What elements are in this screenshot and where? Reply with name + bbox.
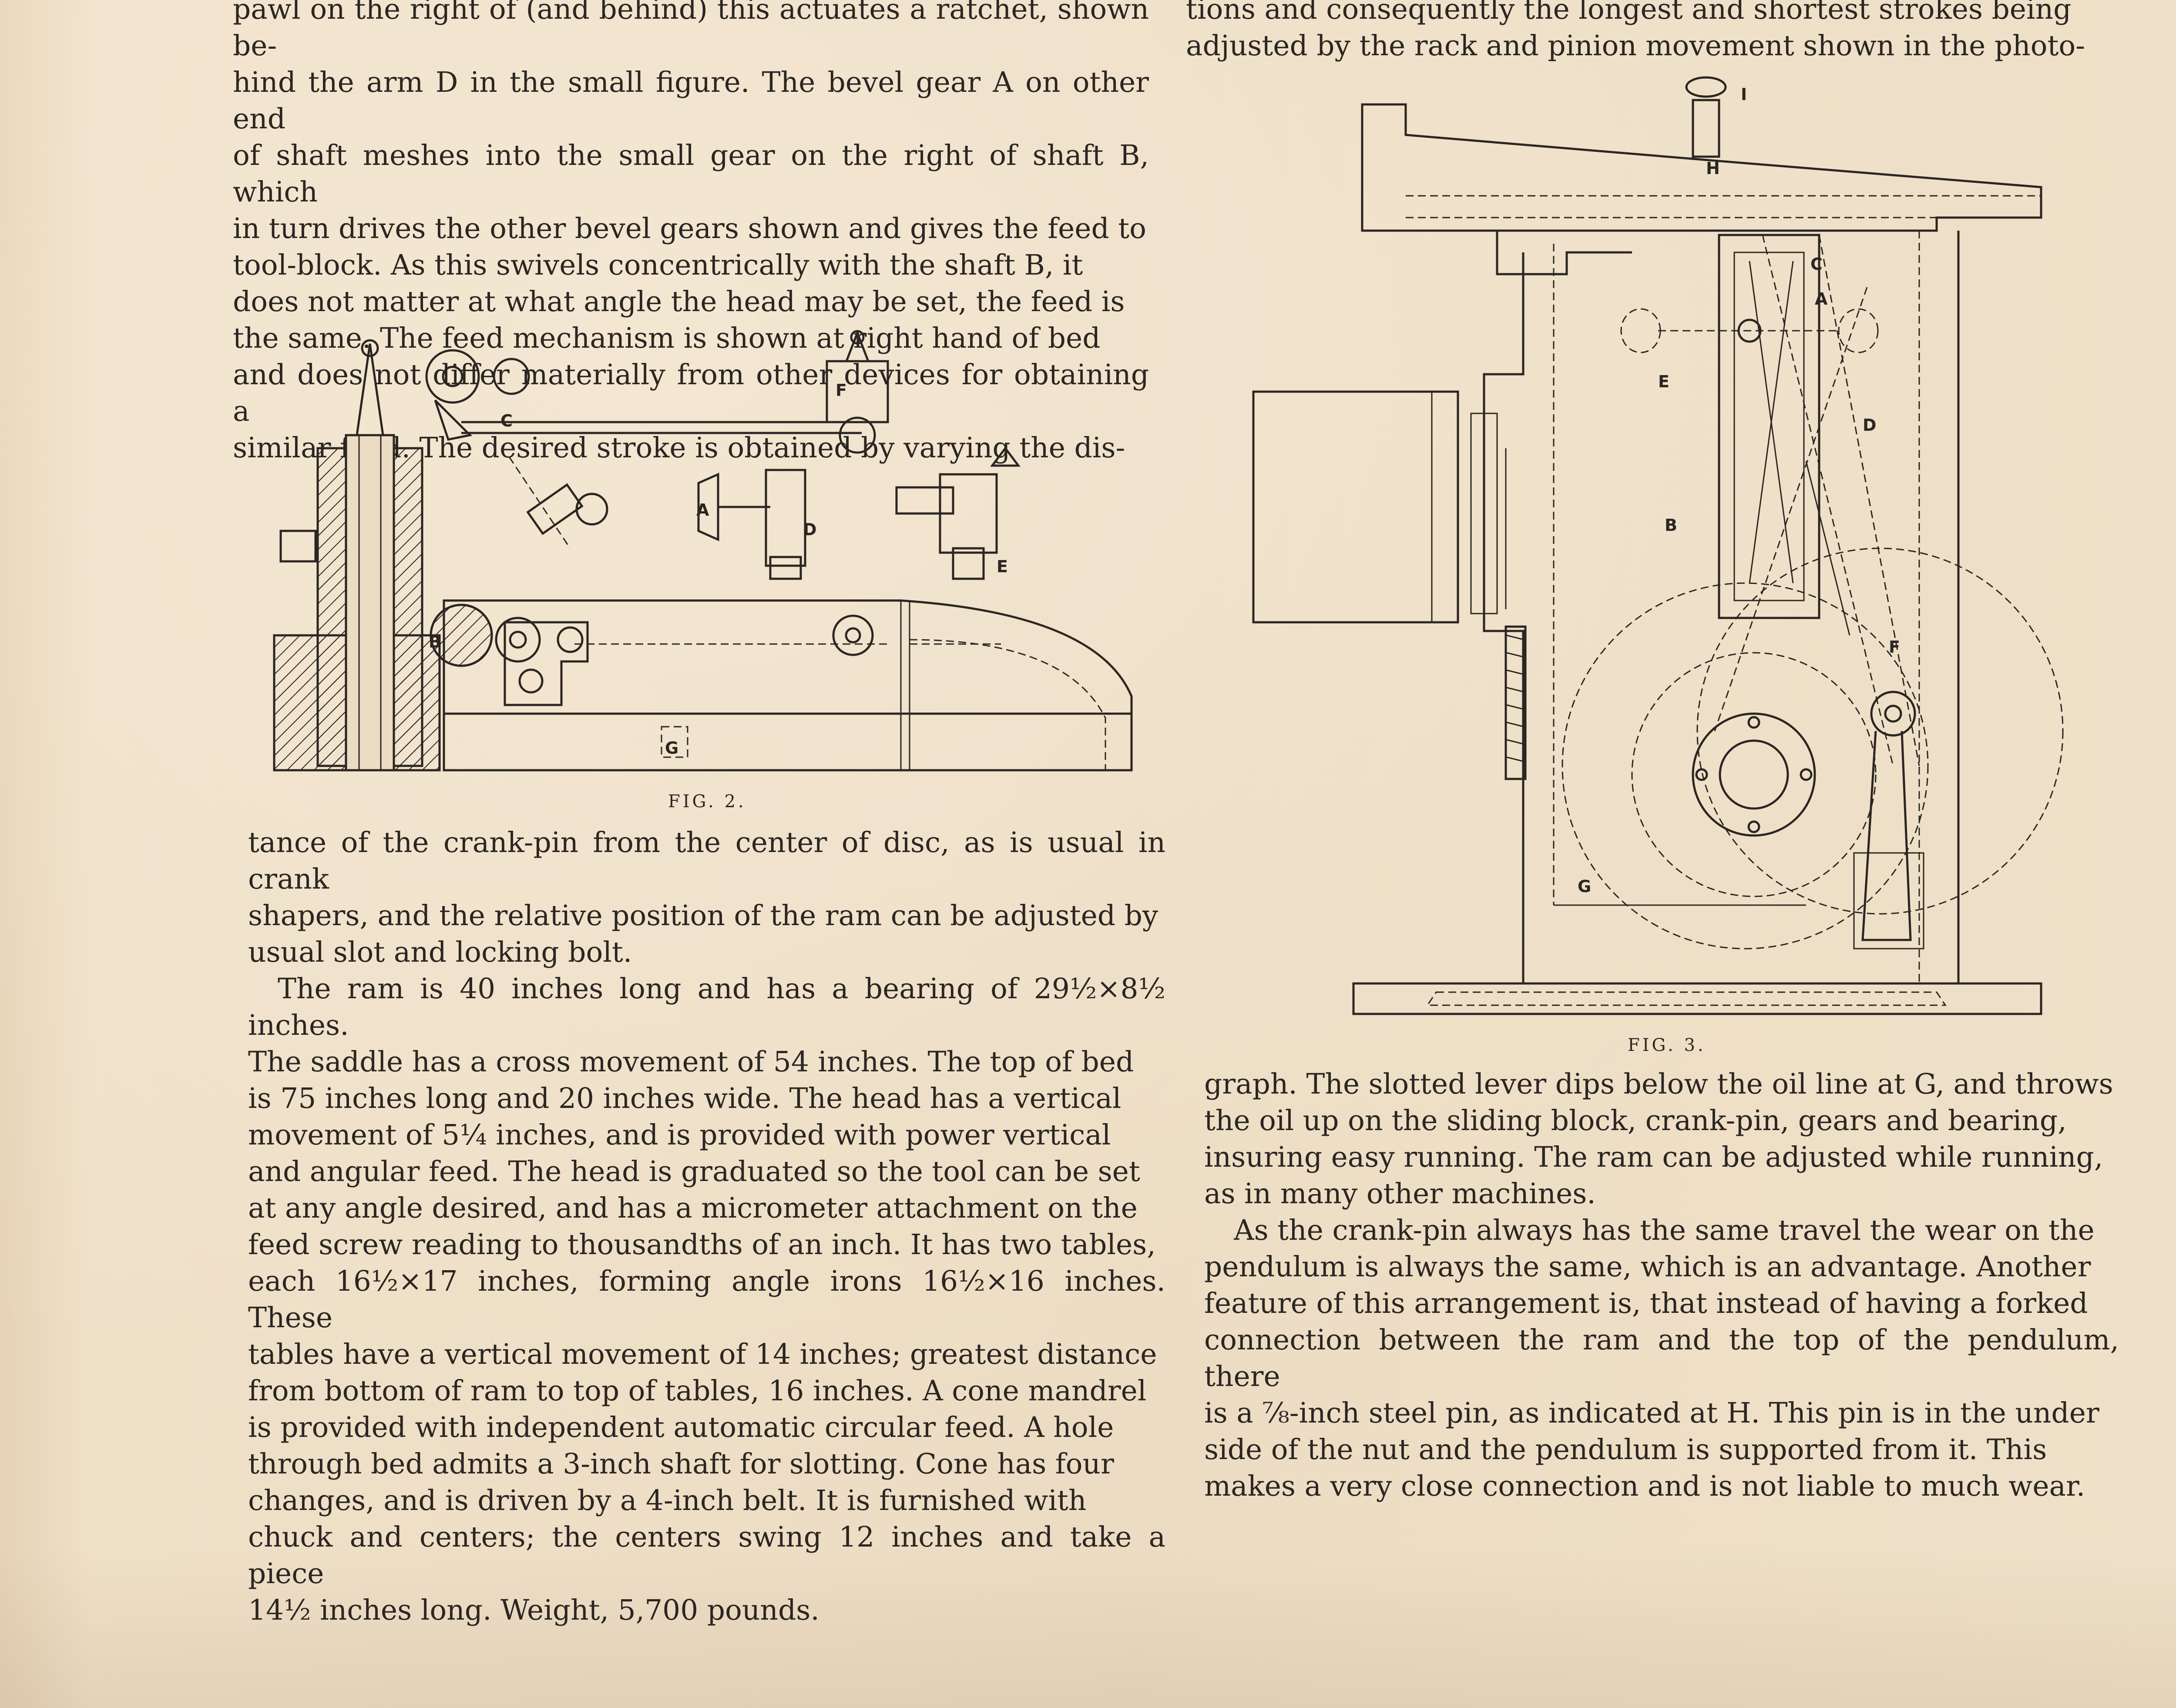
fig2-label-f: F: [836, 381, 847, 400]
text-line: tions and consequently the longest and s…: [1186, 0, 2072, 26]
fig3-label-b: B: [1665, 516, 1677, 535]
text-line: usual slot and locking bolt.: [248, 936, 632, 969]
fig2-label-g: G: [665, 738, 678, 758]
text-line: in turn drives the other bevel gears sho…: [233, 212, 1146, 245]
text-line: The ram is 40 inches long and has a bear…: [248, 973, 1165, 1042]
text-line: adjusted by the rack and pinion movement…: [1186, 30, 2085, 62]
fig2-caption: FIG. 2.: [668, 792, 746, 812]
fig3-drawing: H I C A D E B F G: [1252, 76, 2064, 1015]
fig2-drawing: B C F A D E G: [273, 330, 1133, 772]
fig3-label-e: E: [1658, 372, 1669, 391]
text-line: As the crank-pin always has the same tra…: [1234, 1214, 2095, 1247]
text-line: does not matter at what angle the head m…: [233, 285, 1125, 318]
fig3-label-c: C: [1810, 255, 1823, 274]
text-line: from bottom of ram to top of tables, 16 …: [248, 1375, 1147, 1407]
text-line: chuck and centers; the centers swing 12 …: [248, 1521, 1165, 1590]
text-line: and angular feed. The head is graduated …: [248, 1155, 1140, 1188]
left-column-top-text: pawl on the right of (and behind) this a…: [233, 0, 1149, 466]
text-line: movement of 5¼ inches, and is provided w…: [248, 1119, 1111, 1151]
text-line: of shaft meshes into the small gear on t…: [233, 139, 1149, 208]
text-line: graph. The slotted lever dips below the …: [1204, 1068, 2113, 1101]
text-line: pendulum is always the same, which is an…: [1204, 1251, 2091, 1283]
paper-shadow: [0, 1545, 2176, 1708]
fig3-label-d: D: [1863, 416, 1877, 435]
fig3-caption: FIG. 3.: [1628, 1035, 1706, 1055]
text-line: as in many other machines.: [1204, 1178, 1596, 1210]
text-line: through bed admits a 3-inch shaft for sl…: [248, 1448, 1114, 1480]
fig3-label-g: G: [1578, 877, 1591, 896]
text-line: the oil up on the sliding block, crank-p…: [1204, 1104, 2067, 1137]
text-line: makes a very close connection and is not…: [1204, 1470, 2085, 1503]
text-line: side of the nut and the pendulum is supp…: [1204, 1433, 2047, 1466]
text-line: changes, and is driven by a 4-inch belt.…: [248, 1484, 1087, 1517]
fig2-label-d: D: [803, 520, 817, 539]
text-line: is a ⅞-inch steel pin, as indicated at H…: [1204, 1397, 2099, 1429]
text-line: is provided with independent automatic c…: [248, 1411, 1114, 1444]
text-line: hind the arm D in the small figure. The …: [233, 66, 1149, 135]
text-line: The saddle has a cross movement of 54 in…: [248, 1046, 1134, 1078]
right-column-top-text: tions and consequently the longest and s…: [1186, 0, 2102, 64]
text-line: feature of this arrangement is, that ins…: [1204, 1287, 2088, 1320]
text-line: feed screw reading to thousandths of an …: [248, 1228, 1156, 1261]
text-line: at any angle desired, and has a micromet…: [248, 1192, 1138, 1225]
text-line: is 75 inches long and 20 inches wide. Th…: [248, 1082, 1122, 1115]
fig2-label-c: C: [500, 411, 513, 430]
text-line: pawl on the right of (and behind) this a…: [233, 0, 1149, 62]
fig2-label-a: A: [696, 500, 709, 520]
right-column-bottom-text: graph. The slotted lever dips below the …: [1204, 1066, 2119, 1505]
text-line: tables have a vertical movement of 14 in…: [248, 1338, 1157, 1371]
text-line: insuring easy running. The ram can be ad…: [1204, 1141, 2103, 1174]
fig3-label-a: A: [1815, 289, 1828, 309]
left-column-bottom-text: tance of the crank-pin from the center o…: [248, 825, 1165, 1629]
text-line: 14½ inches long. Weight, 5,700 pounds.: [248, 1594, 819, 1627]
text-line: tance of the crank-pin from the center o…: [248, 826, 1165, 896]
fig2-label-e: E: [997, 557, 1008, 576]
fig3-label-f: F: [1889, 638, 1900, 657]
fig2-label-b: B: [429, 632, 441, 651]
text-line: and does not differ materially from othe…: [233, 359, 1149, 428]
fig3-label-i: I: [1741, 85, 1747, 104]
text-line: tool-block. As this swivels concentrical…: [233, 249, 1083, 282]
text-line: connection between the ram and the top o…: [1204, 1324, 2119, 1393]
text-line: shapers, and the relative position of th…: [248, 899, 1159, 932]
text-line: each 16½×17 inches, forming angle irons …: [248, 1265, 1165, 1334]
fig3-label-h: H: [1706, 159, 1720, 178]
